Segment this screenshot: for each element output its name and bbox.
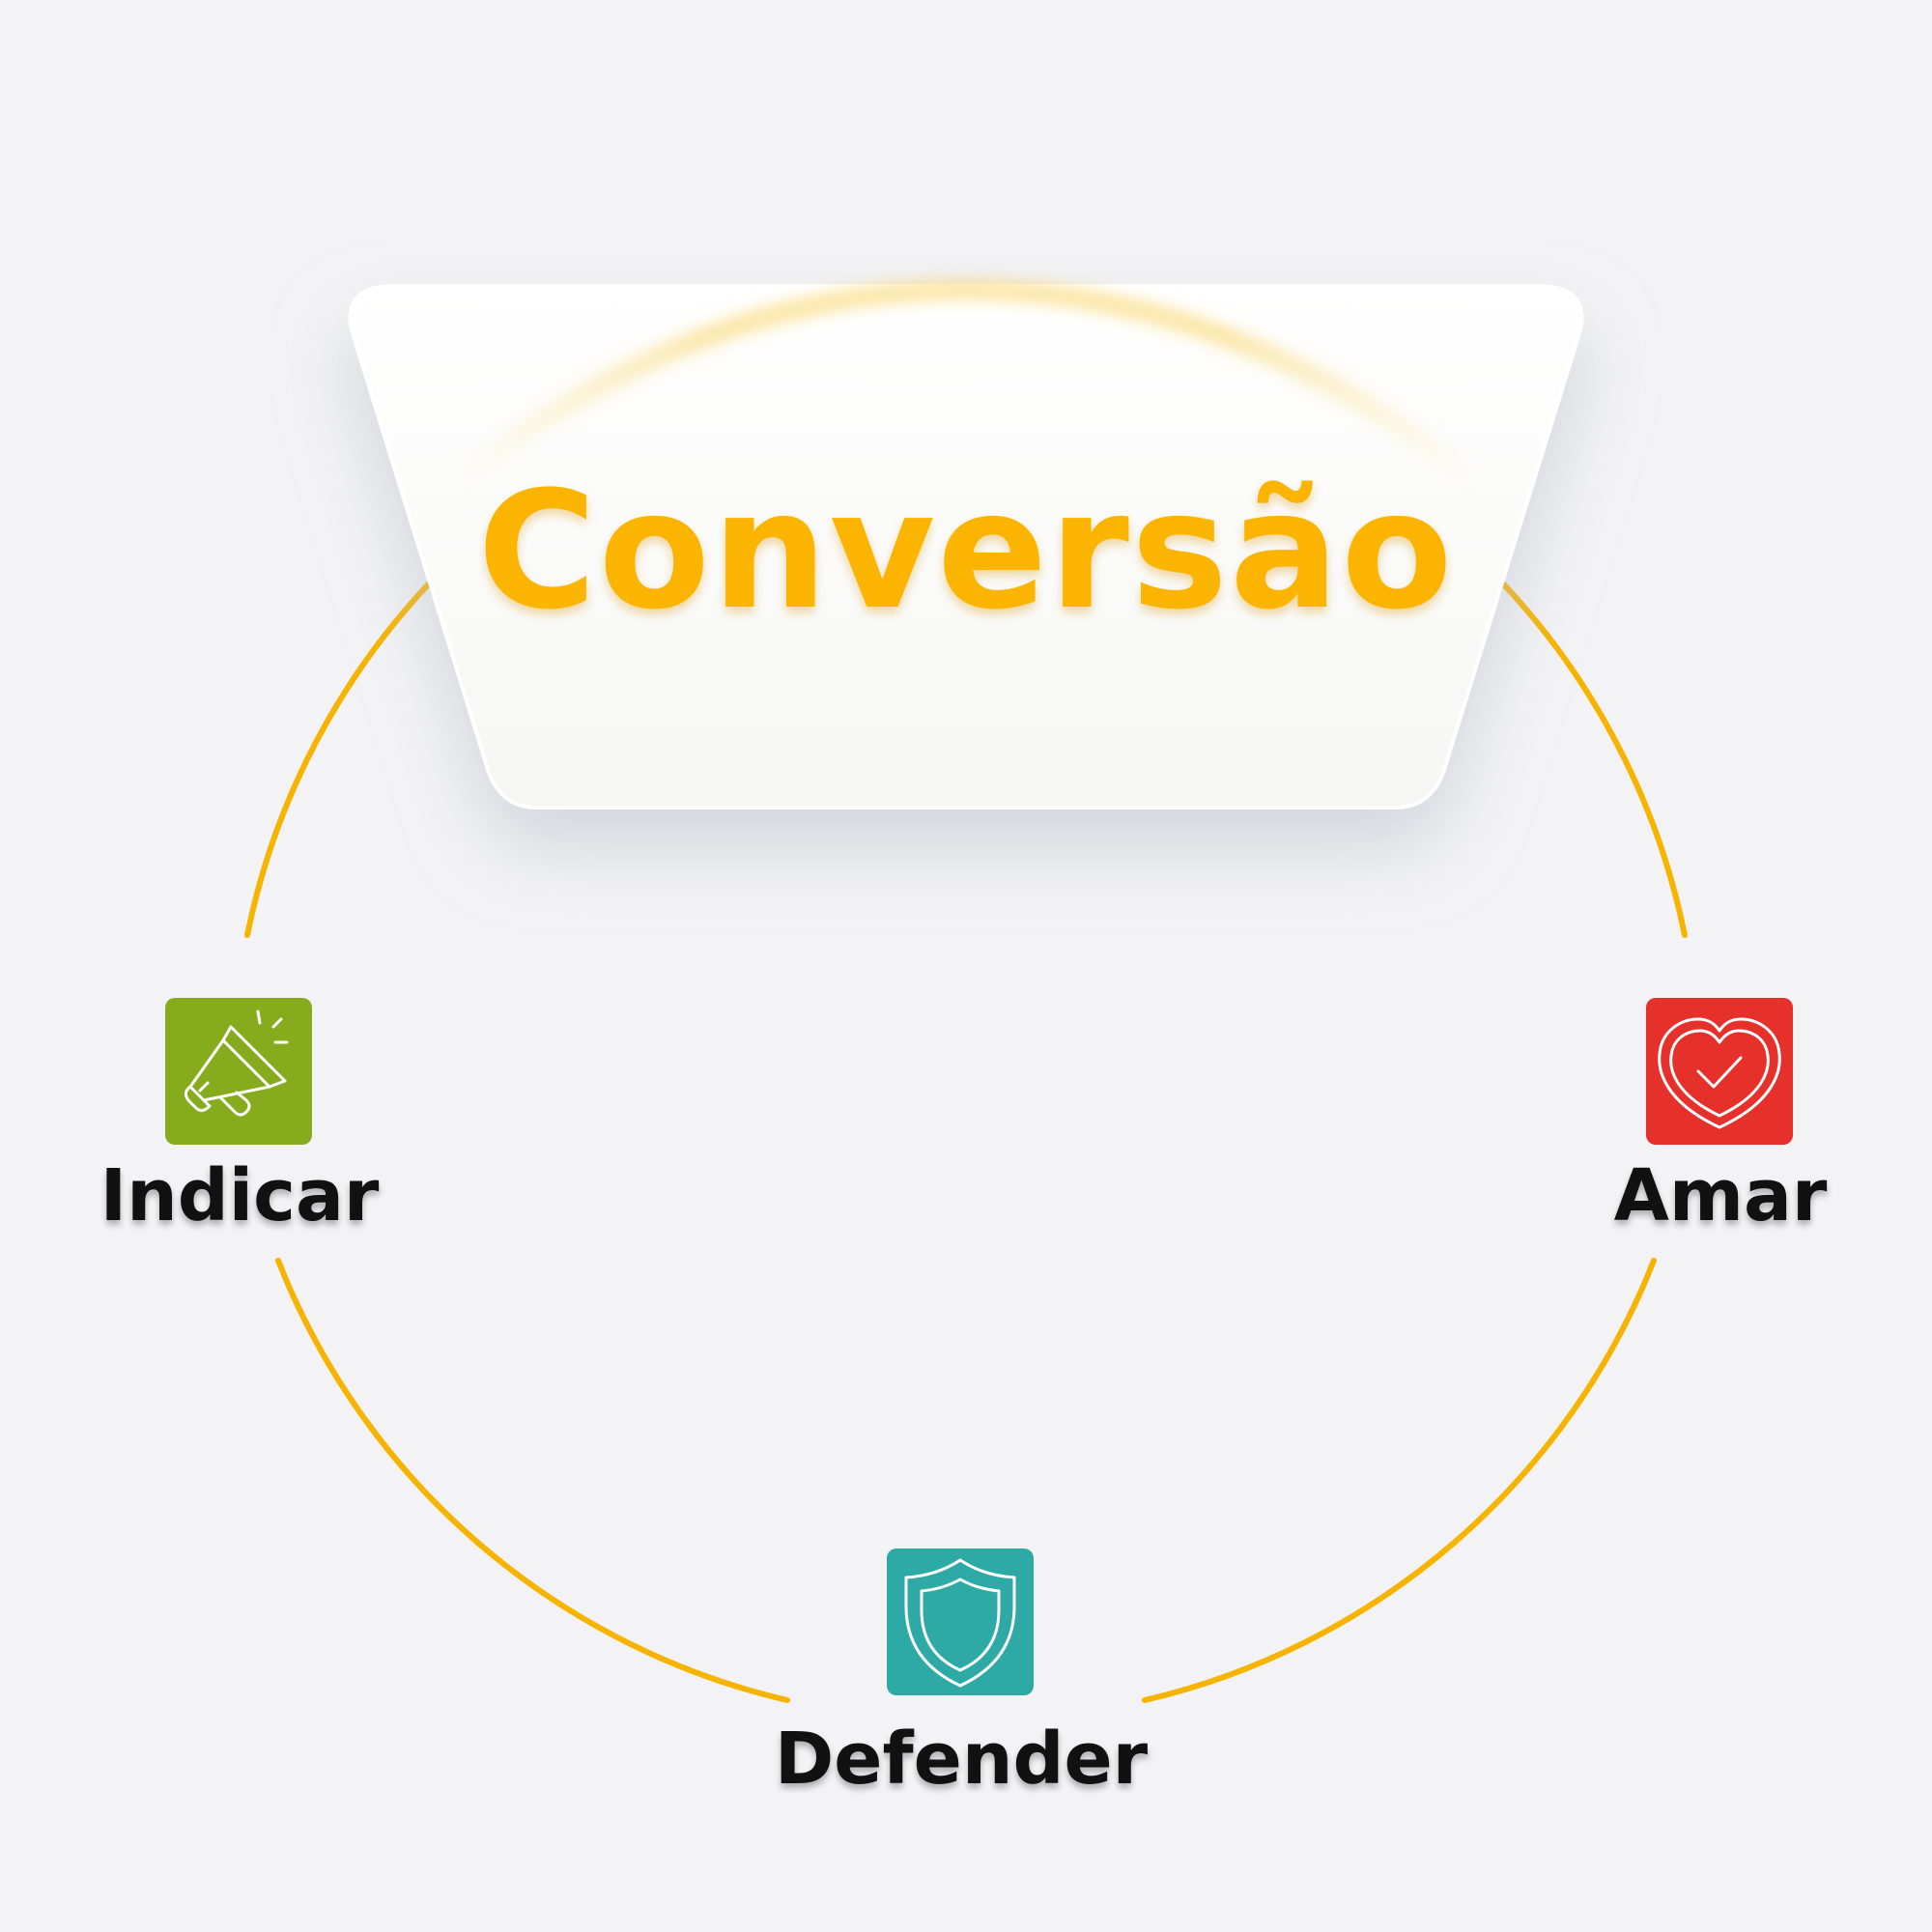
- title-card: [348, 281, 1584, 810]
- ring-arc-left-lower: [275, 1258, 790, 1703]
- ring-arc-left-upper: [244, 577, 436, 938]
- ring-arc-right-lower: [1142, 1258, 1657, 1703]
- megaphone-icon: [184, 1009, 289, 1117]
- shield-icon: [904, 1558, 1016, 1688]
- node-label-indicar: Indicar: [99, 1154, 380, 1237]
- defender-icon-tile: [887, 1548, 1034, 1695]
- ring-arc-right-upper: [1496, 577, 1688, 938]
- indicar-icon-tile: [165, 998, 312, 1145]
- heart-check-icon: [1658, 1017, 1781, 1129]
- node-label-defender: Defender: [774, 1718, 1149, 1801]
- node-label-amar: Amar: [1613, 1154, 1828, 1237]
- amar-icon-tile: [1646, 998, 1793, 1145]
- diagram-title: Conversão: [477, 456, 1455, 645]
